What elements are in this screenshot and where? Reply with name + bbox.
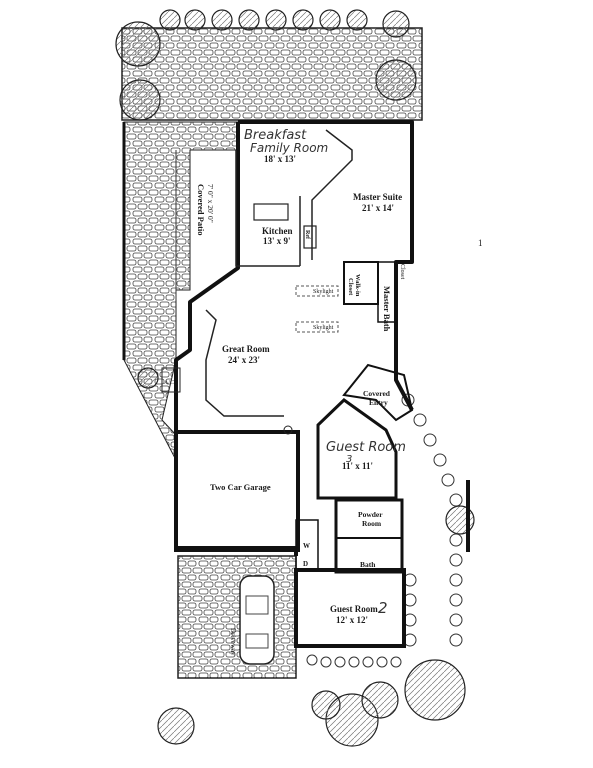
great-room-name: Great Room xyxy=(222,344,270,354)
skylight-1: Skylight xyxy=(313,289,334,295)
guest3-name: Guest Room xyxy=(326,440,406,455)
side-mark: 1 xyxy=(478,238,483,248)
garage-name: Two Car Garage xyxy=(210,482,271,492)
breakfast-name-2: Family Room xyxy=(250,141,328,155)
trees xyxy=(115,9,475,747)
kitchen-name: Kitchen xyxy=(262,226,293,236)
guest3-number: 3 xyxy=(346,454,352,465)
guest2-size: 12' x 12' xyxy=(336,615,368,625)
covered-entry-1: Covered xyxy=(363,389,391,398)
breakfast-name-1: Breakfast xyxy=(244,128,307,143)
walk-in-1: Walk-in xyxy=(354,274,361,297)
walk-in-2: Closet xyxy=(347,278,354,296)
powder-name-1: Powder xyxy=(358,510,383,519)
driveway-stone xyxy=(177,555,297,679)
dryer-label: D xyxy=(303,560,308,568)
covered-patio-name: Covered Patio xyxy=(196,184,206,236)
patio-stone xyxy=(123,121,239,461)
master-suite-size: 21' x 14' xyxy=(362,203,394,213)
powder-name-2: Room xyxy=(362,519,382,528)
guest2-name: Guest Room xyxy=(330,604,378,614)
covered-entry-2: Entry xyxy=(369,398,388,407)
master-bath-name: Master Bath xyxy=(382,286,392,332)
washer-label: W xyxy=(303,542,310,550)
kitchen-size: 13' x 9' xyxy=(263,236,291,246)
ref-label: Ref xyxy=(304,230,310,240)
walls xyxy=(122,120,470,665)
top-walkway xyxy=(121,27,423,121)
breakfast-size: 18' x 13' xyxy=(264,154,296,164)
great-room-size: 24' x 23' xyxy=(228,355,260,365)
master-suite-name: Master Suite xyxy=(353,192,402,202)
skylight-2: Skylight xyxy=(313,325,334,331)
ac-label: A/C xyxy=(164,380,174,386)
hedge xyxy=(306,393,463,668)
closet-name: Closet xyxy=(399,264,405,280)
guest2-number: 2 xyxy=(378,599,388,617)
driveway-label: Driveway xyxy=(229,628,237,656)
room-labels: Breakfast Family Room 18' x 13' Kitchen … xyxy=(164,128,483,656)
guest3-size: 11' x 11' xyxy=(342,461,373,471)
covered-patio-size: 7' 0" x 20' 0" xyxy=(206,184,215,223)
bath-name: Bath xyxy=(360,560,376,569)
